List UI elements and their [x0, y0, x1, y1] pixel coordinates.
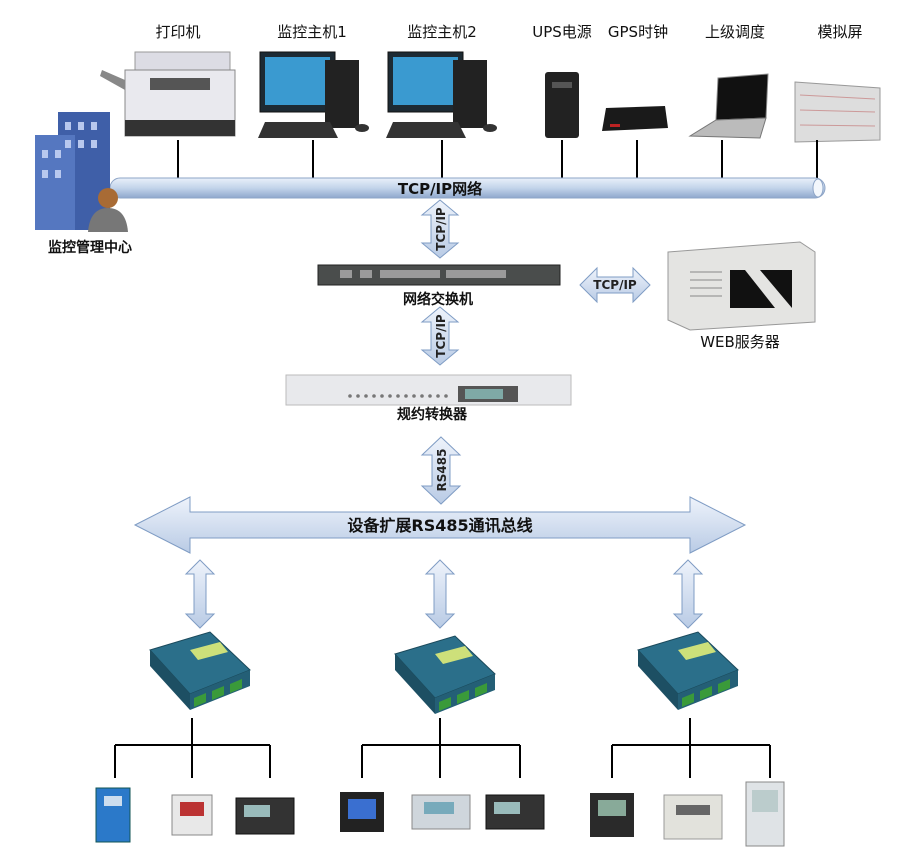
- din-rail-meter-icon: [663, 794, 723, 840]
- printer-icon: [100, 51, 236, 137]
- web-server-icon: [667, 241, 816, 331]
- ups-icon: [545, 72, 579, 138]
- protection-device-icon: [95, 787, 131, 843]
- dispatch-label: 上级调度: [705, 23, 765, 41]
- relay-protection-icon: [235, 797, 295, 835]
- smart-meter-icon: [411, 794, 471, 830]
- gps-clock-label: GPS时钟: [608, 23, 668, 41]
- branch-arrow-1: [184, 559, 216, 629]
- printer-label: 打印机: [155, 23, 200, 41]
- tcpip-link-label-2: TCP/IP: [593, 278, 637, 292]
- serial-gateway-icon: [394, 635, 496, 714]
- control-center-label: 监控管理中心: [48, 239, 132, 256]
- branch-arrow-2: [424, 559, 456, 629]
- distribution-cabinet-icon: [745, 781, 785, 847]
- rs485-bus-label: 设备扩展RS485通讯总线: [347, 516, 532, 535]
- ups-label: UPS电源: [532, 23, 592, 41]
- rs485-bus-arrow: [133, 496, 747, 554]
- digital-meter-icon: [590, 793, 634, 837]
- bus-drop-lines: [177, 140, 818, 180]
- control-center-icon: [35, 112, 128, 232]
- monitor-host-2-label: 监控主机2: [407, 23, 477, 41]
- serial-gateway-icon: [149, 631, 251, 710]
- display-panel-icon: [794, 81, 881, 143]
- tcpip-link-label-1: TCP/IP: [434, 207, 448, 251]
- tcpip-link-arrow-3: [420, 306, 460, 366]
- multifunction-meter-icon: [340, 792, 384, 832]
- power-meter-icon: [171, 794, 213, 836]
- rs485-link-label: RS485: [435, 449, 449, 492]
- tcpip-link-arrow-2: [579, 266, 651, 304]
- desktop-computer-icon: [258, 51, 369, 138]
- gps-clock-icon: [602, 106, 668, 131]
- network-switch-icon: [317, 264, 561, 286]
- laptop-icon: [688, 73, 769, 139]
- network-bus-label: TCP/IP网络: [398, 180, 482, 198]
- serial-gateway-icon: [637, 631, 739, 710]
- rs485-link-arrow: [420, 436, 462, 505]
- switch-label: 网络交换机: [403, 291, 473, 308]
- tcpip-link-arrow-1: [420, 199, 460, 259]
- protocol-converter-label: 规约转换器: [397, 406, 468, 423]
- relay-protection-icon: [485, 794, 545, 830]
- device-tree-lines: [114, 718, 771, 778]
- desktop-computer-icon: [386, 51, 497, 138]
- monitor-host-1-label: 监控主机1: [277, 23, 347, 41]
- tcpip-link-label-3: TCP/IP: [434, 314, 448, 358]
- protocol-converter-icon: [285, 374, 572, 406]
- web-server-label: WEB服务器: [700, 333, 780, 351]
- branch-arrow-3: [672, 559, 704, 629]
- simulation-screen-label: 模拟屏: [817, 23, 862, 41]
